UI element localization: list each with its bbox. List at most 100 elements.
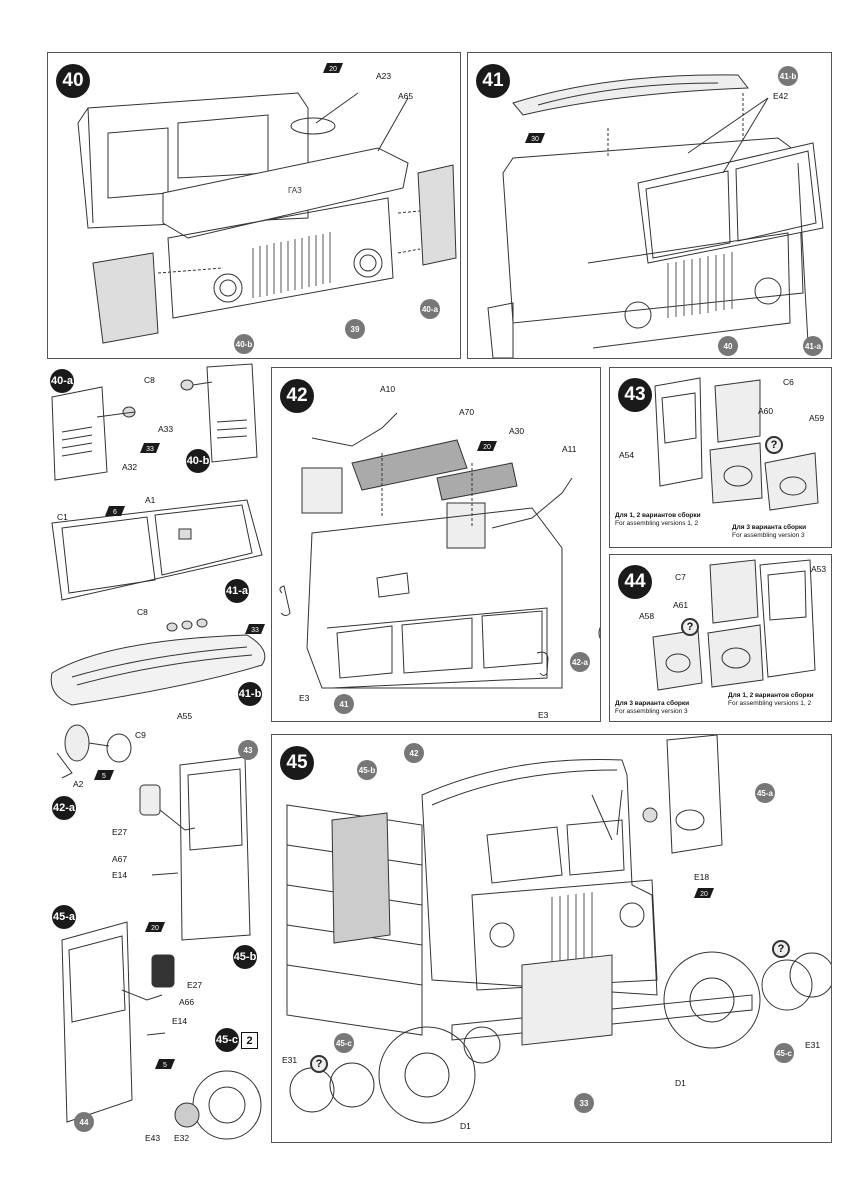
part-label-a67: A67 [112,854,128,864]
part-label-a1: A1 [145,495,156,505]
question-mark-icon: ? [772,940,790,958]
part-ref-45b: 45-b [357,760,377,780]
part-label-e32: E32 [174,1133,190,1143]
part-label-a33: A33 [158,424,174,434]
part-label-a23: A23 [376,71,392,81]
part-ref-44: 44 [74,1112,94,1132]
part-ref-40: 40 [718,336,738,356]
question-mark-icon: ? [310,1055,328,1073]
cab-roof-windshield-drawing [487,74,824,358]
part-label-d1-right: D1 [675,1078,686,1088]
paint-code-label: 5 [102,773,106,780]
paint-code-icon: 30 [525,132,545,144]
part-label-e27: E27 [187,980,203,990]
part-ref-43: 43 [238,740,258,760]
cab-front-drawing: ГАЗ [77,92,457,344]
door-45b-drawing [139,756,251,941]
paint-code-icon: 20 [323,62,343,74]
part-label-c8: C8 [137,607,148,617]
part-ref-42a: 42-a [570,652,590,672]
step-41a-area: C1 A1 6 41-a [47,495,267,605]
part-ref-39: 39 [345,319,365,339]
part-label-a59: A59 [809,413,825,423]
paint-code-label: 33 [251,627,259,634]
part-ref-41b: 41-b [778,66,798,86]
step-number-icon: 45 [280,746,314,780]
door-45a-drawing [61,921,262,1140]
step-number-icon: 45-b [233,945,257,969]
step-number-icon: 43 [618,378,652,412]
part-ref-41a: 41-a [803,336,823,356]
part-label-e31-right: E31 [805,1040,821,1050]
cab-interior-drawing [279,412,600,689]
part-label-a65: A65 [398,91,414,101]
paint-code-icon: 6 [105,505,125,517]
step-45b-area: 43 E27 A67 E14 45-b [100,735,270,975]
step-number-icon: 42 [280,379,314,413]
part-label-a55: A55 [177,711,193,721]
part-label-a53: A53 [811,564,827,574]
part-label-a2: A2 [73,779,84,789]
part-label-a54: A54 [619,450,635,460]
roof-drawing [50,618,266,706]
step-44-panel: 44 C7 A53 A58 A61 ? Для 3 варианта сборк… [609,554,832,722]
paint-code-icon: 20 [694,887,714,899]
door-assembly-44-drawing [652,559,816,691]
part-ref-45c-left: 45-c [334,1033,354,1053]
part-label-a11: A11 [562,444,577,454]
door-panels-drawing [51,363,258,481]
part-label-a70: A70 [459,407,475,417]
step-number-icon: 44 [618,565,652,599]
step-43-panel: 43 C6 A60 A59 A54 ? Для 1, 2 вариантов с… [609,367,832,548]
paint-code-icon: 5 [94,769,114,781]
part-ref-42: 42 [404,743,424,763]
step-number-icon: 40 [56,64,90,98]
paint-code-label: 20 [483,444,491,451]
part-label-a32: A32 [122,462,138,472]
step-number-icon: 45-c [215,1028,239,1052]
step-41b-area: C8 33 A55 41-b [47,605,267,721]
paint-code-label: 20 [700,891,708,898]
part-ref-40b: 40-b [234,334,254,354]
step-number-icon: 41-a [225,579,249,603]
paint-code-label: 33 [146,446,154,453]
paint-code-label: 20 [329,66,337,73]
step-number-icon: 40-a [50,369,74,393]
paint-code-icon: 20 [477,440,497,452]
question-mark-icon: ? [765,436,783,454]
question-mark-icon: ? [681,618,699,636]
step-number-icon: 42-a [52,796,76,820]
paint-code-label: 5 [163,1062,167,1069]
step-number-icon: 41 [476,64,510,98]
paint-code-icon: 33 [140,442,160,454]
door-assembly-43-drawing [654,377,819,511]
paint-code-icon: 5 [155,1058,175,1070]
part-label-e31-left: E31 [282,1055,298,1065]
part-label-c1: C1 [57,512,68,522]
step-45a-area: 45-a 20 E27 A66 E14 5 44 45-c 2 E43 E32 [47,900,262,1150]
paint-code-icon: 33 [245,623,265,635]
paint-code-label: 30 [531,136,539,143]
part-label-e27: E27 [112,827,128,837]
step-40a-area: 40-a C8 33 A33 A32 40-b [47,362,267,487]
part-label-c6: C6 [783,377,794,387]
part-label-e3-left: E3 [299,693,310,703]
step-42a-area: C9 A2 5 42-a [47,718,157,823]
part-label-e14: E14 [112,870,128,880]
truck-final-assembly-drawing [286,735,831,1124]
step-42-panel: 42 A10 A70 20 A30 A11 E3 E3 41 42-a [271,367,601,722]
part-label-d1-left: D1 [460,1121,471,1131]
step-number-icon: 40-b [186,449,210,473]
part-label-e43: E43 [145,1133,161,1143]
part-label-a10: A10 [380,384,396,394]
part-label-a60: A60 [758,406,774,416]
step-number-icon: 45-a [52,905,76,929]
windshield-glass-drawing [51,499,263,601]
paint-code-icon: 20 [145,921,165,933]
svg-text:ГАЗ: ГАЗ [288,186,302,195]
part-label-c9: C9 [135,730,146,740]
